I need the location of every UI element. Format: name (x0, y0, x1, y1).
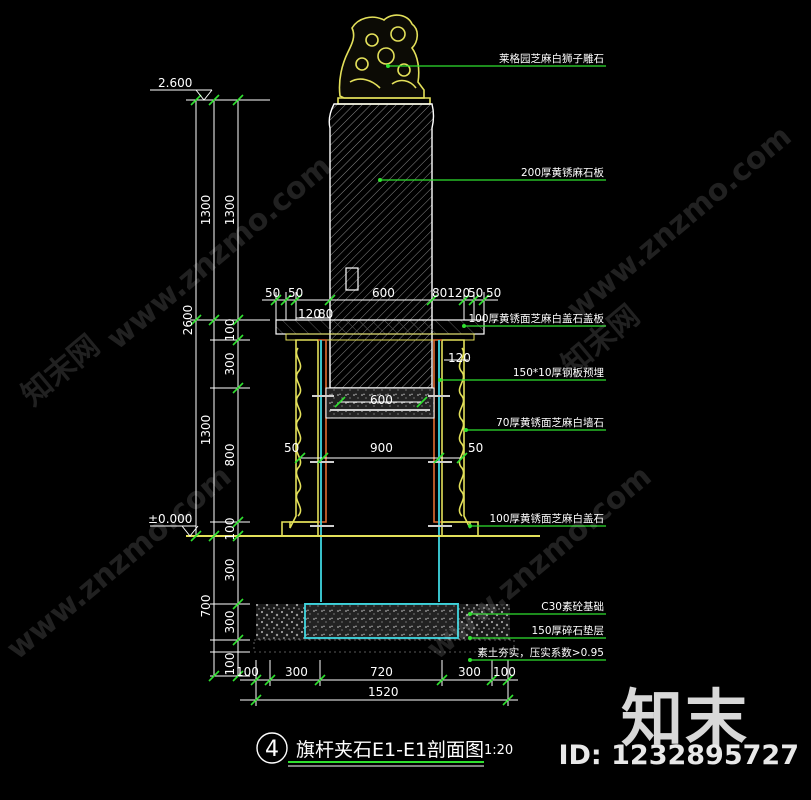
callout-gravel: 150厚碎石垫层 (531, 624, 604, 637)
dim-700: 700 (199, 595, 213, 618)
callout-lion: 莱格园芝麻白狮子雕石 (499, 52, 604, 65)
foundation (253, 603, 515, 653)
image-id: ID: 1232895727 (558, 740, 799, 771)
top-dimensions (262, 292, 498, 320)
left-dimensions (186, 99, 270, 677)
callout-leaders (380, 65, 606, 661)
dim-bottom-1520: 1520 (368, 685, 399, 699)
dim-top-50-b: 50 (288, 286, 303, 300)
callout-soil: 素土夯实，压实系数>0.95 (477, 646, 604, 659)
dim-300-b: 300 (223, 559, 237, 582)
dim-inner-900: 900 (370, 441, 393, 455)
callout-column: 200厚黄锈麻石板 (521, 166, 605, 179)
steel-plates (310, 395, 452, 527)
left-dim-labels: 2600 1300 1300 1300 100 300 800 100 700 … (181, 195, 237, 676)
dim-100-c: 100 (223, 653, 237, 676)
dim-top-600: 600 (372, 286, 395, 300)
brand-logo: 知末 (620, 682, 749, 755)
dim-100-b: 100 (223, 518, 237, 541)
dim-bottom-720: 720 (370, 665, 393, 679)
callout-labels: 莱格园芝麻白狮子雕石 200厚黄锈麻石板 100厚黄锈面芝麻白盖石盖板 150*… (468, 52, 604, 659)
dim-top-80120: 80120 (432, 286, 470, 300)
dim-800: 800 (223, 444, 237, 467)
lion-statue (337, 14, 431, 105)
dim-2600: 2600 (181, 305, 195, 336)
dim-300-c: 300 (223, 611, 237, 634)
left-dim-ticks (190, 94, 244, 682)
callout-cap: 100厚黄锈面芝麻白盖石盖板 (468, 312, 604, 325)
bottom-dim-labels: 100 300 720 300 100 1520 (236, 665, 516, 699)
callout-c30: C30素砼基础 (541, 600, 604, 613)
elevation-ground: ±0.000 (148, 512, 199, 537)
inner-concrete (325, 387, 435, 419)
dim-bottom-100-r: 100 (493, 665, 516, 679)
dim-inner-120-r: 120 (448, 351, 471, 365)
top-dim-labels: 50 50 600 80120 50 50 (265, 286, 501, 300)
inner-dimensions (296, 317, 468, 459)
dim-100-a: 100 (223, 319, 237, 342)
inner-dim-ticks (294, 396, 468, 464)
callout-dots (378, 64, 472, 662)
callout-wall-stone: 70厚黄锈面芝麻白墙石 (496, 416, 604, 429)
bottom-dimensions (240, 660, 518, 706)
side-stone-right (433, 339, 479, 537)
cap-slab (275, 319, 485, 341)
elevation-ground-label: ±0.000 (148, 512, 192, 526)
dim-inner-50-l: 50 (284, 441, 299, 455)
elevation-top-label: 2.600 (158, 76, 192, 90)
dim-bottom-100-l: 100 (236, 665, 259, 679)
dim-top-50-d: 50 (486, 286, 501, 300)
title-number: 4 (265, 737, 279, 762)
dim-inner-50-r: 50 (468, 441, 483, 455)
dim-bottom-300-r: 300 (458, 665, 481, 679)
dim-top-50-a: 50 (265, 286, 280, 300)
dim-top-50-c: 50 (468, 286, 483, 300)
dim-inner-120-l: 120 (298, 307, 321, 321)
dim-1300-a: 1300 (199, 195, 213, 226)
top-dim-ticks (270, 294, 490, 306)
dim-300-a: 300 (223, 353, 237, 376)
dim-1300-c: 1300 (199, 415, 213, 446)
bottom-dim-ticks (250, 674, 514, 706)
dim-inner-80: 80 (318, 307, 333, 321)
elevation-top: 2.600 (150, 76, 213, 101)
dim-bottom-300-l: 300 (285, 665, 308, 679)
title-scale: 1:20 (484, 743, 513, 758)
inner-dim-labels: 120 80 120 600 900 50 50 (284, 307, 483, 455)
dim-inner-600: 600 (370, 393, 393, 407)
side-stone-left (281, 339, 327, 537)
dim-1300-b: 1300 (223, 195, 237, 226)
drawing-title: 4 旗杆夹石E1-E1剖面图 1:20 (256, 732, 513, 767)
stone-column (328, 103, 435, 389)
title-text: 旗杆夹石E1-E1剖面图 (296, 739, 484, 761)
callout-steel-plate: 150*10厚钢板预埋 (513, 366, 605, 379)
callout-base-stone: 100厚黄锈面芝麻白盖石 (489, 512, 604, 525)
